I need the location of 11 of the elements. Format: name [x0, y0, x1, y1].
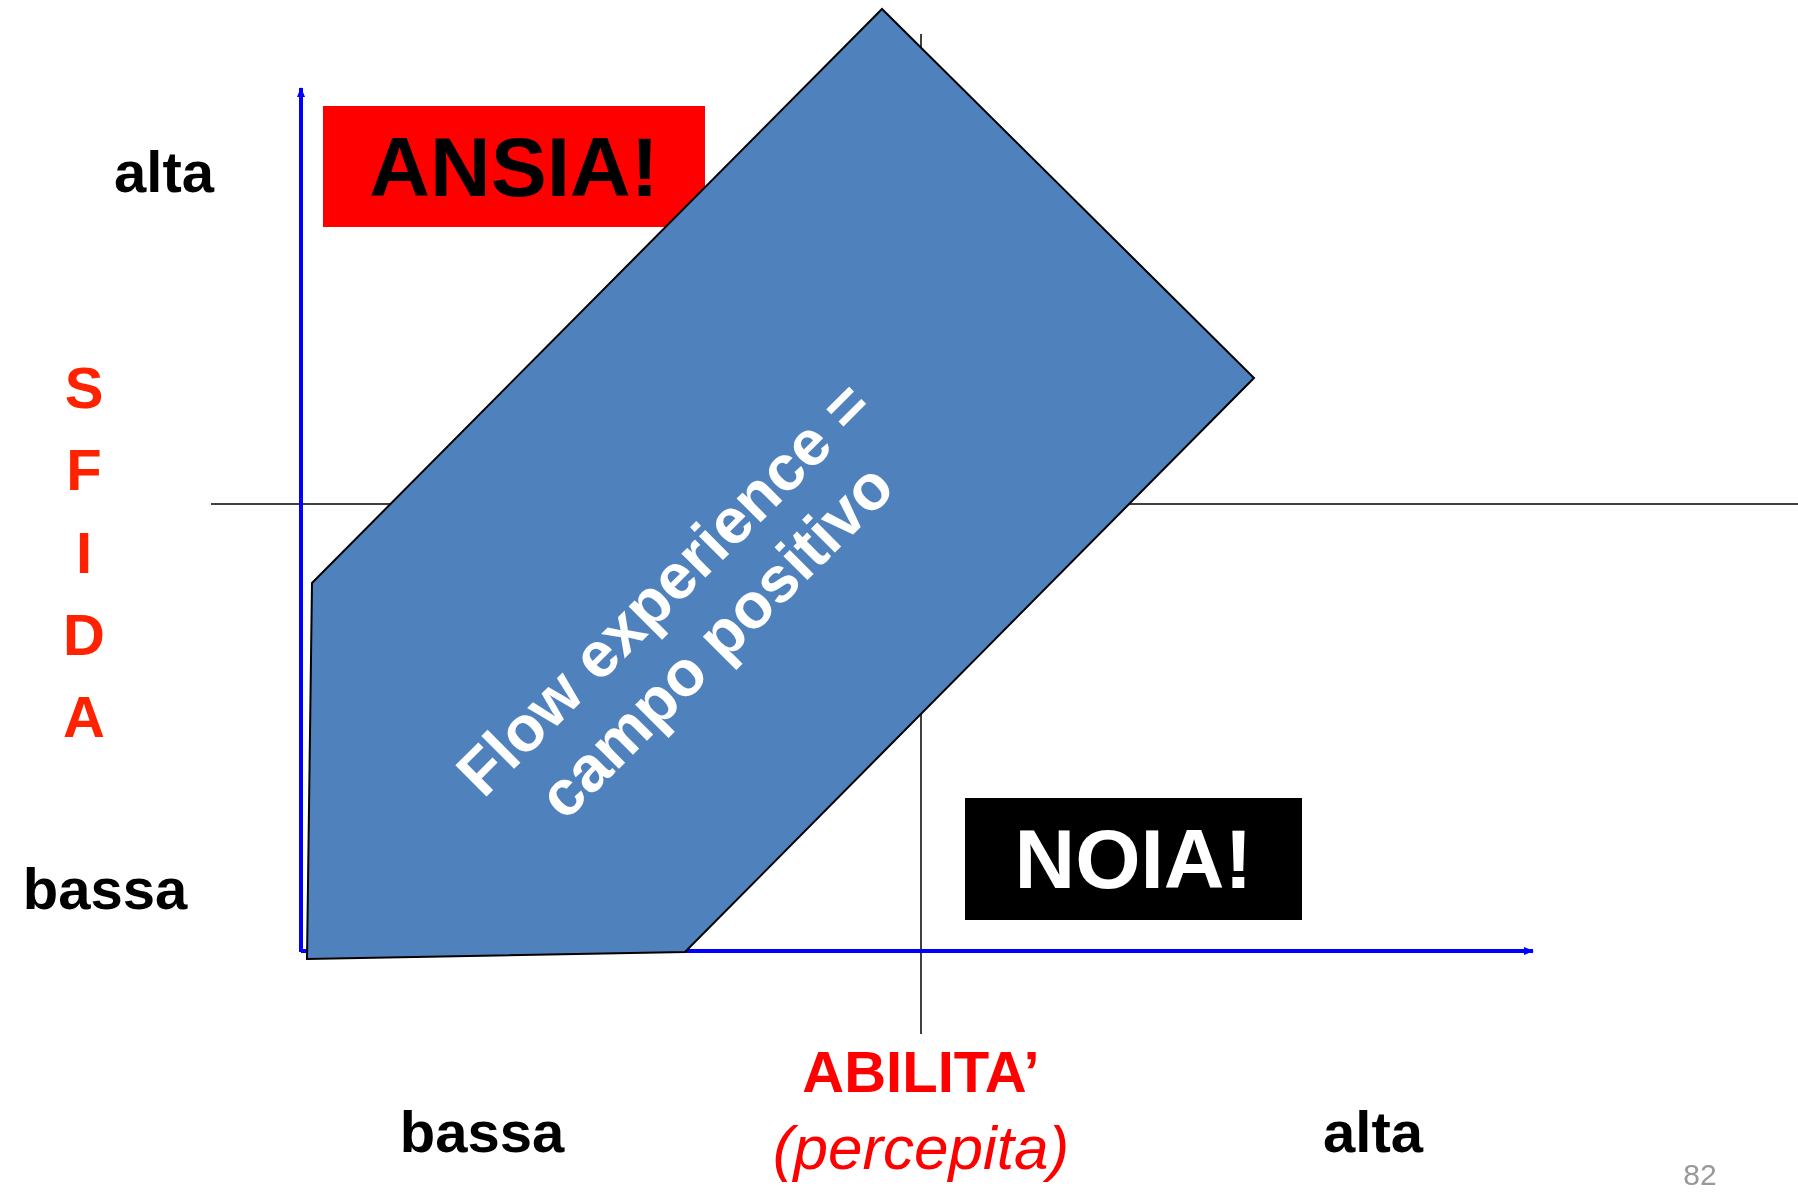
- page-number: 82: [1683, 1160, 1717, 1190]
- anxiety-box: [323, 106, 705, 227]
- level-label: alta: [114, 143, 214, 201]
- level-label: alta: [1323, 1103, 1423, 1161]
- box-label: NOIA!: [1014, 817, 1253, 901]
- level-label: bassa: [22, 860, 188, 918]
- y-axis-title: SFIDA: [62, 354, 106, 752]
- level-label: bassa: [399, 1103, 565, 1161]
- x-axis-title: ABILITA’: [802, 1043, 1040, 1101]
- boredom-box: [965, 798, 1302, 920]
- box-label: ANSIA!: [369, 124, 659, 209]
